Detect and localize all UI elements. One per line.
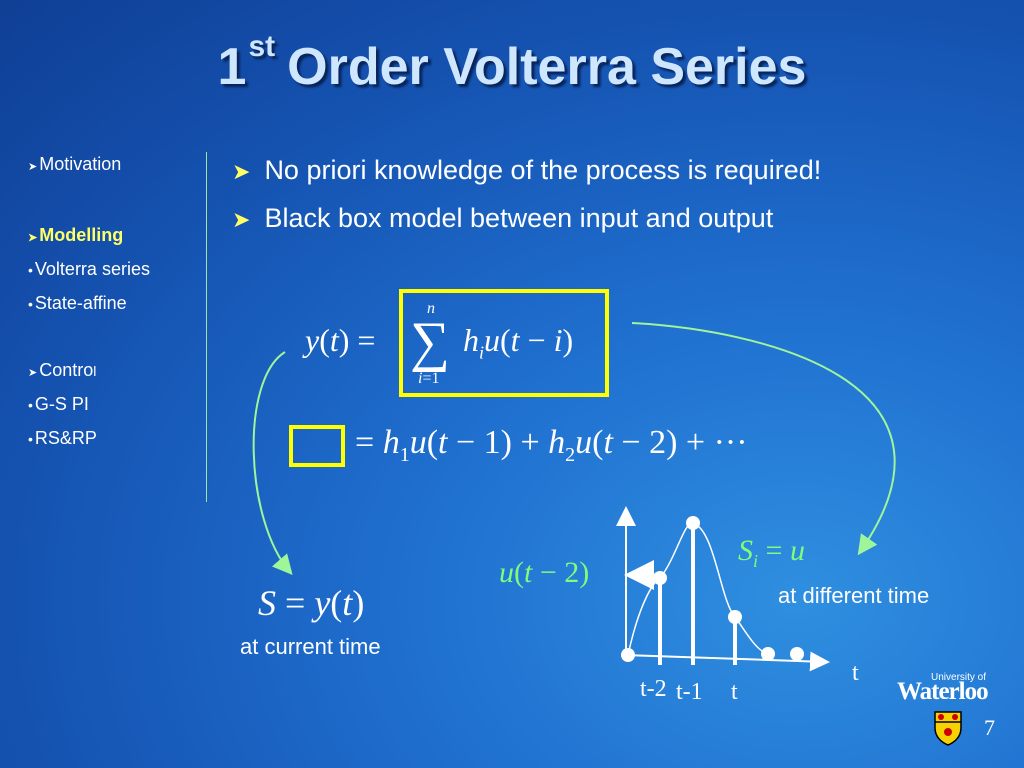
slide-title: 1st Order Volterra Series <box>0 30 1024 97</box>
sidebar-item-label: Motivation <box>39 154 122 174</box>
axis-label-t: t <box>852 660 859 686</box>
arrow-bullet-icon: ➤ <box>28 232 38 244</box>
tick-label-t-2: t-2 <box>640 676 667 702</box>
dot-bullet-icon: • <box>28 397 33 413</box>
summation-icon: ∑ <box>410 311 450 373</box>
sidebar-item-label: Volterra series <box>34 259 150 279</box>
plot-point <box>761 647 775 661</box>
sidebar-item-motivation[interactable]: ➤Motivation <box>28 154 121 175</box>
page-number: 7 <box>984 715 995 740</box>
sidebar-item-label: Contro <box>39 360 94 380</box>
plot-point <box>790 647 804 661</box>
caption-current-time: at current time <box>240 634 381 659</box>
sidebar-item-label: Modelling <box>39 225 124 245</box>
bullet-item: ➤ No priori knowledge of the process is r… <box>232 155 821 203</box>
crest-icon <box>934 711 962 746</box>
sidebar-item-state-affine[interactable]: •State-affine <box>28 293 127 314</box>
arrow-bullet-icon: ➤ <box>28 161 38 173</box>
connector-arrow-left <box>252 351 293 576</box>
expansion-terms: = h1u(t − 1) + h2u(t − 2) + ··· <box>355 424 748 466</box>
dot-bullet-icon: • <box>28 296 33 312</box>
title-number: 1 <box>217 38 247 96</box>
sum-lower-limit: i=1 <box>418 370 440 387</box>
plot-x-axis <box>625 651 830 672</box>
sidebar-item-label: RS&RP <box>34 428 97 448</box>
plot-point <box>686 516 700 530</box>
sidebar-item-modelling[interactable]: ➤Modelling <box>28 225 123 246</box>
logo-wordmark: Waterloo <box>897 678 989 705</box>
plot-point <box>728 610 742 624</box>
bullet-item: ➤ Black box model between input and outpu… <box>232 203 821 251</box>
equation-rhs: hiu(t − i) <box>463 322 574 363</box>
sidebar-item-label: State-affine <box>34 293 127 313</box>
tick-label-t-1: t-1 <box>676 679 703 705</box>
sidebar-item-gs-pi[interactable]: •G-S PI <box>28 394 89 415</box>
placeholder-box <box>289 425 345 467</box>
bullet-text: Black box model between input and output <box>264 203 774 233</box>
dot-bullet-icon: • <box>28 262 33 278</box>
university-logo: University of Waterloo <box>895 672 1005 746</box>
arrow-bullet-icon: ➤ <box>28 367 38 379</box>
equation-lhs: y(t) = <box>305 322 376 358</box>
sidebar-item-control[interactable]: ➤Control <box>28 360 96 381</box>
summation-box <box>399 289 609 397</box>
caption-different-time: at different time <box>778 583 930 608</box>
bullet-list: ➤ No priori knowledge of the process is r… <box>232 155 821 251</box>
state-equation: S = y(t) <box>258 583 365 623</box>
title-superscript: st <box>248 30 276 63</box>
logo-small-text: University of <box>931 672 987 683</box>
sidebar-item-volterra[interactable]: •Volterra series <box>28 259 150 280</box>
dot-bullet-icon: • <box>28 431 33 447</box>
sum-upper-limit: n <box>427 300 435 317</box>
bullet-text: No priori knowledge of the process is re… <box>264 155 822 185</box>
plot-point <box>621 648 635 662</box>
input-label-u-t-2: u(t − 2) <box>499 556 590 589</box>
state-input-equation: Si = u <box>738 534 805 571</box>
arrow-bullet-icon: ➤ <box>232 159 251 184</box>
sidebar-item-label: G-S PI <box>34 394 89 414</box>
sidebar-item-rs-rp[interactable]: •RS&RP <box>28 428 97 449</box>
sidebar-item-label-tail: l <box>93 363 97 379</box>
tick-label-t: t <box>731 679 738 705</box>
title-text: Order Volterra Series <box>287 38 807 96</box>
arrow-bullet-icon: ➤ <box>232 207 251 232</box>
sidebar-outline: ➤Motivation ➤Modelling •Volterra series … <box>28 152 207 502</box>
plot-point <box>653 571 667 585</box>
